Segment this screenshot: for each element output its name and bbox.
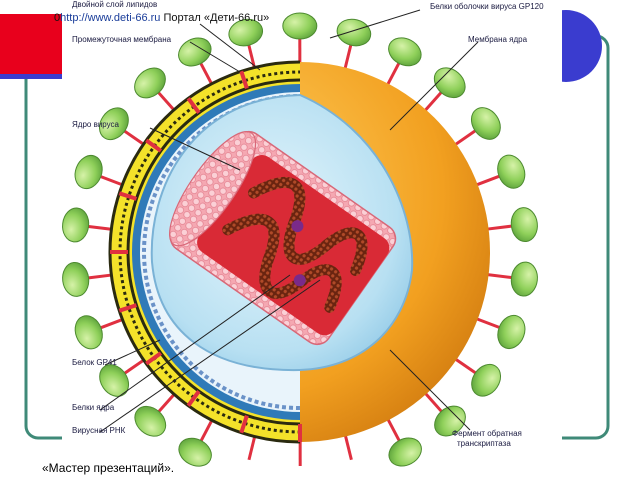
gp120-spike (62, 261, 90, 297)
gp120-spike (433, 67, 466, 99)
gp41-stalk (343, 43, 353, 70)
gp41-stalk (475, 317, 501, 330)
bilayer-stripe (145, 138, 163, 153)
bilayer-stripe (145, 351, 163, 366)
label-reverse-transcriptase-2: транскриптаза (457, 439, 511, 448)
gp120-spike (336, 18, 372, 47)
diagram-labels: Двойной слой липидов Белки оболочки виру… (72, 0, 544, 448)
label-envelope-protein: Белки оболочки вируса GP120 (430, 2, 544, 11)
gp41-stalk (122, 129, 147, 147)
gp120-spike (134, 67, 166, 99)
source-portal: Портал «Дети-66.ru» (163, 12, 270, 24)
gp41-stalk (386, 417, 401, 443)
bilayer-stripe (239, 414, 249, 434)
gp120-spike (471, 363, 502, 397)
reverse-transcriptase-2 (293, 274, 306, 287)
gp41-stalk (199, 61, 214, 87)
gp41-stalk (486, 273, 513, 280)
gp120-spike (74, 315, 103, 350)
gp41-stalk (99, 317, 125, 330)
bilayer-stripe (118, 191, 138, 201)
gp41-stalk (385, 61, 401, 87)
gp41-stalk (423, 90, 443, 113)
label-lipid-bilayer: Двойной слой липидов (72, 0, 157, 9)
bilayer-stripe (239, 70, 249, 90)
gp120-spike (497, 154, 526, 189)
gp120-spike (388, 37, 422, 67)
gp120-spike (62, 207, 90, 243)
gp41-stalk (87, 273, 114, 280)
gp120-spike (178, 437, 212, 467)
gp41-stalk (156, 90, 177, 113)
bilayer-stripe (186, 389, 201, 407)
gp41-stalk (123, 357, 147, 375)
label-reverse-transcriptase-1: Фермент обратная (452, 429, 522, 438)
virus-illustration (62, 12, 538, 467)
gp41-stalk (453, 129, 477, 147)
reverse-transcriptase-1 (291, 220, 304, 233)
label-core-proteins: Белки ядра (72, 403, 115, 412)
gp120-spike (178, 37, 212, 67)
virus-core (168, 130, 397, 346)
gp41-stalk (247, 434, 257, 461)
gp41-stalk (423, 391, 444, 414)
gp120-spikes (62, 12, 538, 467)
gp120-spike (470, 107, 501, 140)
viral-rna-strand-1 (248, 176, 368, 276)
gp41-stalk (87, 224, 114, 231)
gp120-spike (98, 107, 129, 141)
source-link[interactable]: http://www.deti-66.ru (60, 12, 161, 24)
source-prefix: 0 (54, 12, 61, 24)
gp120-spike (510, 207, 538, 243)
bilayer-stripe (186, 97, 201, 115)
gp120-spike (388, 437, 422, 467)
gp41-stalk (475, 174, 501, 187)
gp41-stalk (99, 174, 125, 187)
gp120-spike (74, 154, 103, 190)
source-line: 0http://www.deti-66.ru Портал «Дети-66.r… (54, 12, 269, 24)
label-virus-core: Ядро вируса (72, 120, 120, 129)
gp41-stalk (343, 434, 353, 461)
leader-lines (99, 9, 479, 433)
footer-credit: «Мастер презентаций». (42, 461, 175, 475)
spike-stalks (87, 37, 513, 467)
gp41-stalk (199, 417, 215, 443)
gp120-spike (228, 18, 264, 47)
bilayer-stripe (118, 303, 138, 313)
gp120-spike (510, 261, 538, 297)
label-intermediate-membrane: Промежуточная мембрана (72, 35, 172, 44)
gp120-spike (99, 364, 130, 397)
gp41-stalk (157, 391, 177, 414)
gp41-stalk (453, 357, 478, 375)
gp120-spike (134, 405, 167, 437)
gp120-spike (497, 314, 526, 350)
gp41-stalk (486, 224, 513, 231)
label-nucleus-membrane: Мембрана ядра (468, 35, 528, 44)
bilayer-stripes (110, 70, 302, 442)
gp120-spike (434, 405, 466, 437)
label-viral-rna: Вирусная РНК (72, 426, 126, 435)
label-gp41: Белок GP41 (72, 358, 117, 367)
gp120-spike (282, 12, 318, 40)
